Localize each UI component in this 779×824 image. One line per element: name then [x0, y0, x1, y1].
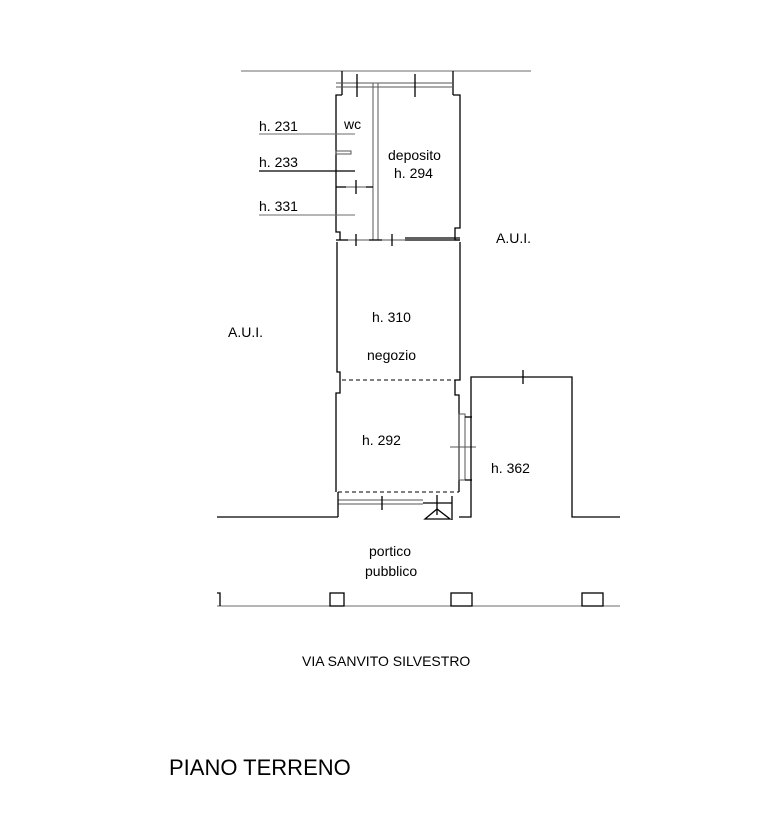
street-name: VIA SANVITO SILVESTRO — [302, 653, 470, 669]
portico-label-line1: portico — [369, 543, 411, 559]
callout-height-3: h. 331 — [259, 198, 298, 214]
portico-label-line2: pubblico — [365, 563, 417, 579]
room-label-deposito: deposito — [388, 147, 441, 163]
upper-block-walls — [335, 83, 461, 246]
aui-label-left: A.U.I. — [228, 324, 263, 340]
front-room-walls — [335, 380, 476, 520]
room-height-side: h. 362 — [491, 460, 530, 476]
room-height-deposito: h. 294 — [394, 165, 433, 181]
room-height-front: h. 292 — [362, 432, 401, 448]
room-label-negozio: negozio — [367, 347, 416, 363]
portico-pillars — [217, 592, 620, 607]
room-label-wc: wc — [343, 116, 361, 132]
top-wall-stubs — [336, 71, 454, 97]
aui-label-right: A.U.I. — [496, 230, 531, 246]
callout-height-2: h. 233 — [259, 154, 298, 170]
height-callout-leaders — [259, 133, 355, 216]
plan-title: PIANO TERRENO — [169, 755, 351, 780]
room-height-negozio: h. 310 — [372, 309, 411, 325]
side-unit-walls — [459, 370, 620, 518]
callout-height-1: h. 231 — [259, 118, 298, 134]
negozio-walls — [336, 242, 461, 381]
